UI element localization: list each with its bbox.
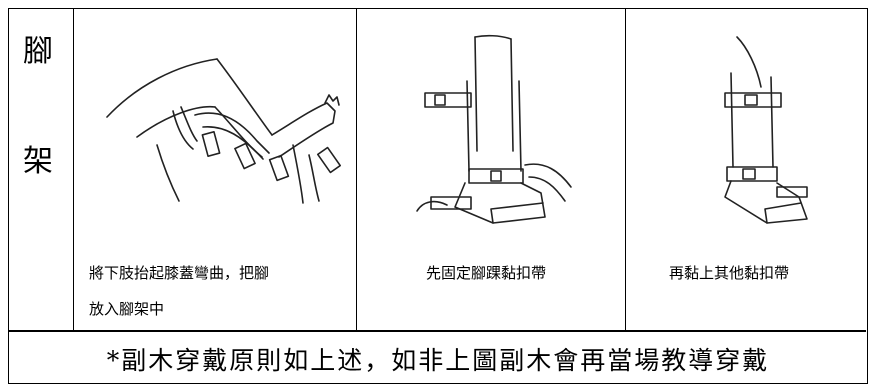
- step-2-caption: 先固定腳踝黏扣帶: [426, 264, 547, 282]
- step-2-illustration: [395, 31, 595, 231]
- step-3-illustration: [697, 27, 827, 237]
- step-1-caption-line-1: 將下肢抬起膝蓋彎曲，把腳: [89, 264, 270, 282]
- divider-step-1: [356, 9, 357, 331]
- step-1-illustration: [97, 45, 347, 215]
- divider-label: [73, 9, 74, 331]
- step-1-caption-line-2: 放入腳架中: [89, 300, 165, 318]
- leg-bent-knee-in-brace-image: [106, 58, 342, 204]
- divider-footer: [9, 330, 866, 332]
- row-label-char-2: 架: [23, 144, 53, 179]
- instruction-table: 腳 架 將下肢抬起膝蓋彎曲，把腳 放入腳架中: [8, 8, 868, 384]
- divider-step-2: [625, 9, 626, 331]
- footer-note: *副木穿戴原則如上述，如非上圖副木會再當場教導穿戴: [106, 346, 770, 375]
- step-3-caption: 再黏上其他黏扣帶: [669, 264, 790, 282]
- brace-fully-strapped-image: [724, 36, 808, 224]
- row-label-char-1: 腳: [23, 34, 53, 69]
- fasten-ankle-strap-image: [416, 34, 572, 224]
- row-label-cell: 腳 架: [9, 9, 73, 329]
